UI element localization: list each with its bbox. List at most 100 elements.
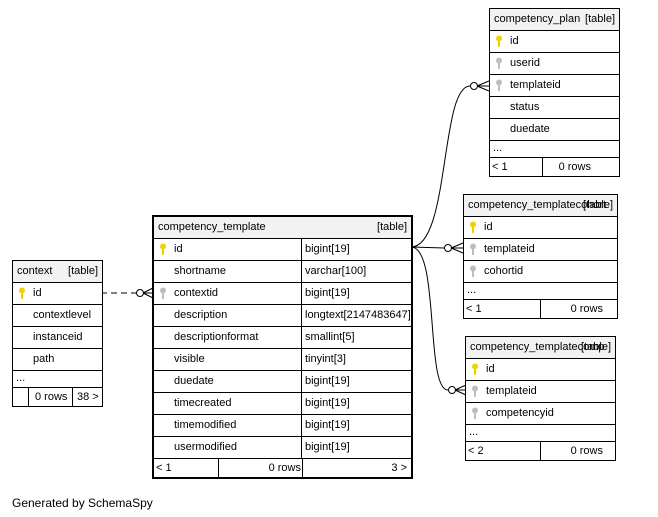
parents-count: < 1 — [492, 161, 508, 173]
column-row-status[interactable]: status — [490, 97, 619, 119]
table-competency-templatecohort[interactable]: competency_templatecohort [table] id temp… — [463, 194, 618, 319]
row-count: 0 rows — [218, 459, 303, 477]
foreign-key-icon — [470, 243, 476, 255]
link-template-to-plan — [410, 80, 490, 248]
column-row-duedate[interactable]: duedate — [490, 119, 619, 141]
column-type: tinyint[3] — [301, 349, 346, 370]
column-type: bigint[19] — [301, 393, 350, 414]
column-row-id[interactable]: id bigint[19] — [154, 239, 411, 261]
row-count: 0 rows — [540, 300, 617, 318]
row-count: 0 rows — [542, 158, 619, 176]
table-competency-template[interactable]: competency_template [table] id bigint[19]… — [152, 215, 413, 479]
column-row-id[interactable]: id — [464, 217, 617, 239]
column-row-templateid[interactable]: templateid — [466, 381, 615, 403]
column-type: bigint[19] — [301, 371, 350, 392]
table-tag: [table] — [585, 13, 615, 25]
column-row-description[interactable]: description longtext[2147483647] — [154, 305, 411, 327]
children-count: 3 > — [302, 459, 411, 477]
column-name: status — [510, 101, 540, 113]
table-tag: [table] — [377, 221, 407, 233]
column-name: id — [33, 287, 42, 299]
column-row-contextlevel[interactable]: contextlevel — [13, 305, 102, 327]
column-name: templateid — [486, 385, 537, 397]
column-row-cohortid[interactable]: cohortid — [464, 261, 617, 283]
table-tag: [table] — [68, 265, 98, 277]
column-row-path[interactable]: path — [13, 349, 102, 371]
column-name: path — [33, 353, 55, 365]
column-name: id — [486, 363, 495, 375]
link-template-to-comp — [410, 246, 467, 396]
link-context-to-template — [101, 287, 154, 299]
more-columns-ellipsis: ... — [466, 425, 615, 442]
table-header: context [table] — [13, 261, 102, 283]
column-type: bigint[19] — [301, 415, 350, 436]
primary-key-icon — [160, 243, 166, 255]
column-name: userid — [510, 57, 540, 69]
column-row-timemodified[interactable]: timemodified bigint[19] — [154, 415, 411, 437]
column-row-templateid[interactable]: templateid — [490, 75, 619, 97]
table-header: competency_template [table] — [154, 217, 411, 239]
table-tag: [table] — [583, 199, 613, 211]
column-name: contextlevel — [33, 309, 92, 321]
table-competency-plan[interactable]: competency_plan [table] id userid template… — [489, 8, 620, 177]
column-name: description — [174, 309, 228, 321]
table-footer: < 1 0 rows — [464, 300, 617, 318]
column-name: timecreated — [174, 397, 232, 409]
column-row-id[interactable]: id — [13, 283, 102, 305]
column-name: id — [174, 243, 183, 255]
table-name: competency_templatecohort — [468, 199, 607, 211]
children-count: 38 > — [72, 388, 99, 406]
table-name: competency_plan — [494, 13, 581, 25]
column-name: templateid — [484, 243, 535, 255]
more-columns-ellipsis: ... — [490, 141, 619, 158]
table-header: competency_templatecomp [table] — [466, 337, 615, 359]
column-type: smallint[5] — [301, 327, 355, 348]
table-name: competency_templatecomp — [470, 341, 605, 353]
column-name: competencyid — [486, 407, 554, 419]
foreign-key-icon — [496, 57, 502, 69]
row-count: 0 rows — [28, 388, 67, 406]
more-columns-ellipsis: ... — [13, 371, 102, 388]
table-competency-templatecomp[interactable]: competency_templatecomp [table] id templa… — [465, 336, 616, 461]
column-name: usermodified — [174, 441, 237, 453]
column-type: varchar[100] — [301, 261, 366, 282]
foreign-key-icon — [472, 407, 478, 419]
column-row-id[interactable]: id — [466, 359, 615, 381]
foreign-key-icon — [470, 265, 476, 277]
column-type: longtext[2147483647] — [301, 305, 411, 326]
column-row-userid[interactable]: userid — [490, 53, 619, 75]
table-footer: 0 rows 38 > — [13, 388, 102, 406]
link-template-to-cohort — [410, 242, 464, 254]
table-header: competency_templatecohort [table] — [464, 195, 617, 217]
column-name: timemodified — [174, 419, 237, 431]
row-count: 0 rows — [540, 442, 615, 460]
table-footer: < 1 0 rows — [490, 158, 619, 176]
foreign-key-icon — [160, 287, 166, 299]
column-row-instanceid[interactable]: instanceid — [13, 327, 102, 349]
column-row-timecreated[interactable]: timecreated bigint[19] — [154, 393, 411, 415]
column-row-competencyid[interactable]: competencyid — [466, 403, 615, 425]
table-footer: < 1 0 rows 3 > — [154, 459, 411, 477]
column-type: bigint[19] — [301, 239, 350, 260]
primary-key-icon — [472, 363, 478, 375]
table-header: competency_plan [table] — [490, 9, 619, 31]
column-name: duedate — [510, 123, 550, 135]
table-tag: [table] — [581, 341, 611, 353]
table-context[interactable]: context [table] id contextlevel instanceid… — [12, 260, 103, 407]
table-footer: < 2 0 rows — [466, 442, 615, 460]
column-type: bigint[19] — [301, 283, 350, 304]
table-name: context — [17, 265, 53, 277]
parents-count: < 1 — [466, 303, 482, 315]
column-name: instanceid — [33, 331, 83, 343]
parents-count: < 1 — [156, 462, 172, 474]
column-row-templateid[interactable]: templateid — [464, 239, 617, 261]
column-row-id[interactable]: id — [490, 31, 619, 53]
column-name: cohortid — [484, 265, 524, 277]
